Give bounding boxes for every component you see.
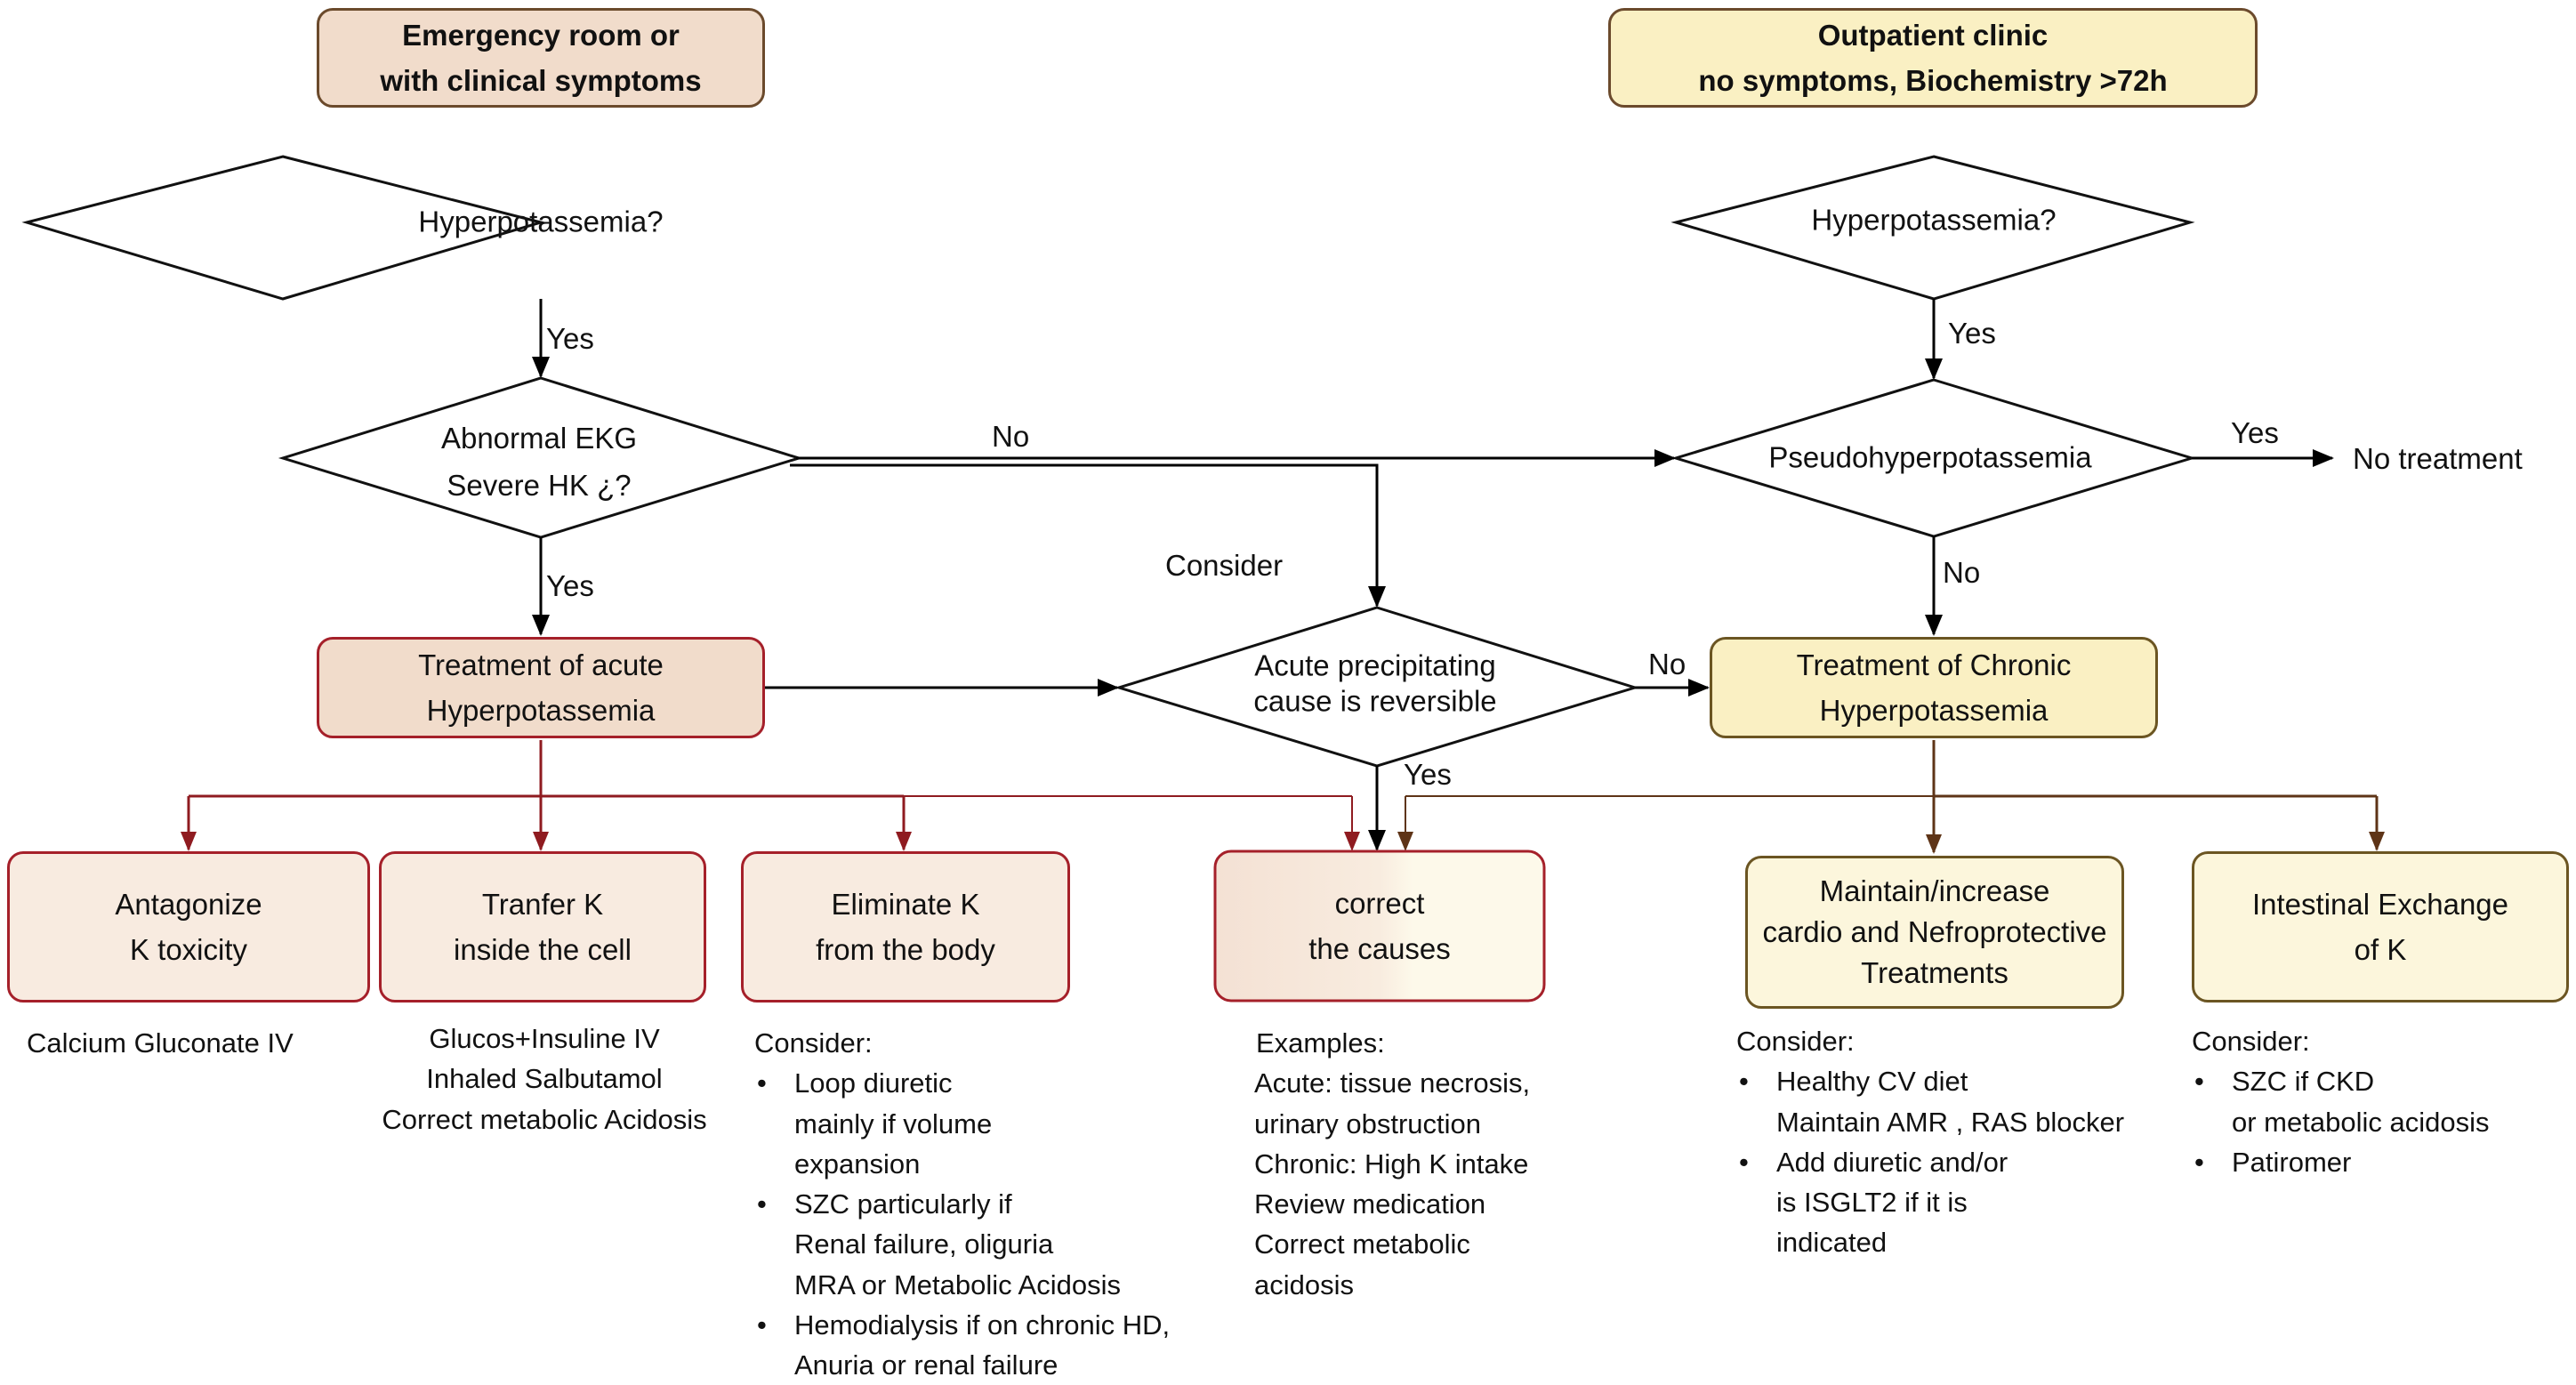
decision-abnormal-ekg-label: Abnormal EKG Severe HK ¿? <box>440 422 638 502</box>
label-no-pseudo: No <box>1943 556 1981 589</box>
notes-intestinal: Consider: SZC if CKD or metabolic acidos… <box>2192 1021 2489 1182</box>
notes-correct: Examples: Acute: tissue necrosis, urinar… <box>1254 1023 1530 1305</box>
label-consider: Consider <box>1165 549 1284 582</box>
notes-correct-title: Examples: <box>1256 1027 1385 1059</box>
decision-pseudohyperpotassemia-label: Pseudohyperpotassemia <box>1768 440 2092 474</box>
box-antagonize-k-toxicity: Antagonize K toxicity <box>7 851 370 1003</box>
arrow-ekg-consider-to-cause <box>790 463 1386 608</box>
box-maintain-protective-treatments: Maintain/increase cardio and Nefroprotec… <box>1745 856 2124 1009</box>
label-yes-hyper-right: Yes <box>1948 317 1996 350</box>
header-left-line-1: Emergency room or <box>402 18 680 52</box>
header-left-line-2: with clinical symptoms <box>380 64 702 97</box>
notes-maintain: Consider: Healthy CV diet Maintain AMR ,… <box>1736 1021 2124 1263</box>
brown-connectors <box>1397 740 2385 854</box>
label-yes-pseudo: Yes <box>2231 416 2279 449</box>
header-right-line-2: no symptoms, Biochemistry >72h <box>1698 64 2168 97</box>
box-acute-treatment: Treatment of acute Hyperpotassemia <box>317 637 765 738</box>
box-intestinal-exchange: Intestinal Exchange of K <box>2192 851 2569 1003</box>
label-yes-ekg: Yes <box>546 569 594 602</box>
header-outpatient-clinic: Outpatient clinic no symptoms, Biochemis… <box>1608 8 2258 108</box>
decision-hyperpotassemia-right-label: Hyperpotassemia? <box>1811 203 2057 237</box>
label-no-ekg: No <box>992 420 1030 453</box>
decision-hyperpotassemia-left <box>21 155 546 301</box>
notes-intestinal-title: Consider: <box>2192 1026 2310 1057</box>
box-transfer-k: Tranfer K inside the cell <box>379 851 706 1003</box>
label-no-treatment: No treatment <box>2353 442 2523 475</box>
decision-hyperpotassemia-left-label: Hyperpotassemia? <box>418 205 664 238</box>
notes-transfer: Glucos+Insuline IV Inhaled Salbutamol Co… <box>382 1023 707 1135</box>
label-yes-acute-cause: Yes <box>1404 758 1452 791</box>
box-eliminate-k: Eliminate K from the body <box>741 851 1070 1003</box>
notes-eliminate-title: Consider: <box>754 1027 873 1059</box>
label-yes-hyper-left: Yes <box>546 322 594 355</box>
notes-eliminate: Consider: Loop diuretic mainly if volume… <box>754 1023 1170 1385</box>
box-chronic-treatment: Treatment of Chronic Hyperpotassemia <box>1710 637 2158 738</box>
notes-maintain-title: Consider: <box>1736 1026 1855 1057</box>
black-connectors <box>532 299 2334 851</box>
box-correct-the-causes: correct the causes <box>1308 886 1451 965</box>
box-correct-background <box>1213 850 1546 1003</box>
notes-antagonize: Calcium Gluconate IV <box>27 1027 294 1059</box>
red-connectors <box>181 740 1360 851</box>
header-emergency-room: Emergency room or with clinical symptoms <box>317 8 765 108</box>
decision-acute-cause-label: Acute precipitating cause is reversible <box>1253 648 1497 717</box>
header-right-line-1: Outpatient clinic <box>1817 18 2049 52</box>
label-no-acute-cause: No <box>1648 648 1686 680</box>
